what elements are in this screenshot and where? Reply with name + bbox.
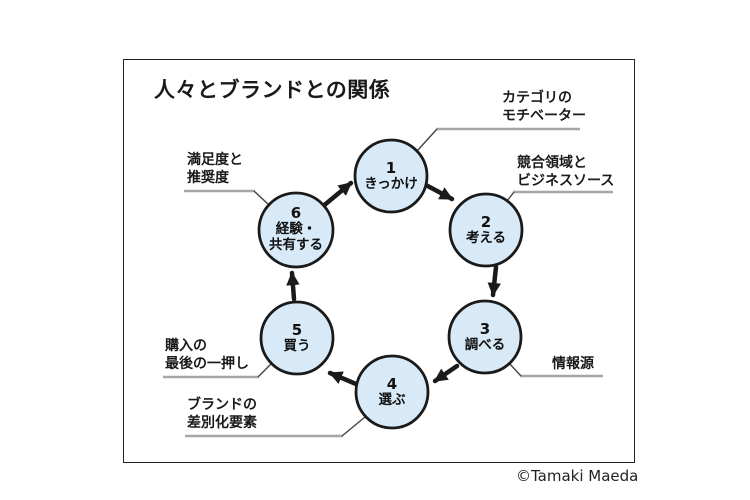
callout-line: ブランドの <box>187 397 257 413</box>
callout-line: 差別化要素 <box>187 414 257 431</box>
arrow-3-to-4 <box>432 363 460 384</box>
arrow-5-to-6 <box>286 270 300 302</box>
node-3-circle <box>447 299 523 375</box>
callout-line: 情報源 <box>552 356 594 372</box>
callout-line: カテゴリの <box>502 90 572 106</box>
callout-line: 満足度と <box>187 152 243 168</box>
callout-line: 購入の <box>165 338 207 354</box>
callout-brand-differentiator: ブランドの 差別化要素 <box>187 397 257 432</box>
arrow-1-to-2 <box>421 181 455 202</box>
node-5-circle <box>259 300 335 376</box>
node-2-circle <box>448 192 524 268</box>
callout-line: 競合領域と <box>517 155 587 171</box>
callout-satisfaction: 満足度と 推奨度 <box>187 152 243 187</box>
connector-satisfaction <box>253 190 270 206</box>
callout-purchase-push: 購入の 最後の一押し <box>165 338 249 373</box>
cycle-arrows <box>286 180 502 387</box>
callout-info-source: 情報源 <box>552 356 594 374</box>
node-1-circle <box>353 138 429 214</box>
connector-purchase-push <box>257 362 273 378</box>
callout-line: ビジネスソース <box>517 172 615 189</box>
arrow-4-to-5 <box>327 370 359 387</box>
node-4-circle <box>354 354 430 430</box>
callout-competitive-domain: 競合領域と ビジネスソース <box>517 155 614 190</box>
callout-underlines <box>163 127 613 438</box>
cycle-nodes <box>257 138 524 430</box>
connector-brand-differentiator <box>341 416 366 437</box>
arrow-2-to-3 <box>487 264 502 298</box>
connector-category-motivator <box>416 128 438 152</box>
callout-line: モチベーター <box>502 107 586 124</box>
connector-competitive-domain <box>506 191 515 202</box>
diagram-title: 人々とブランドとの関係 <box>154 78 391 102</box>
copyright-credit: ©Tamaki Maeda <box>516 467 639 485</box>
callout-category-motivator: カテゴリの モチベーター <box>502 90 586 125</box>
callout-line: 推奨度 <box>187 169 229 186</box>
callout-line: 最後の一押し <box>165 355 249 372</box>
arrow-6-to-1 <box>319 180 354 210</box>
node-6-circle <box>257 191 335 269</box>
